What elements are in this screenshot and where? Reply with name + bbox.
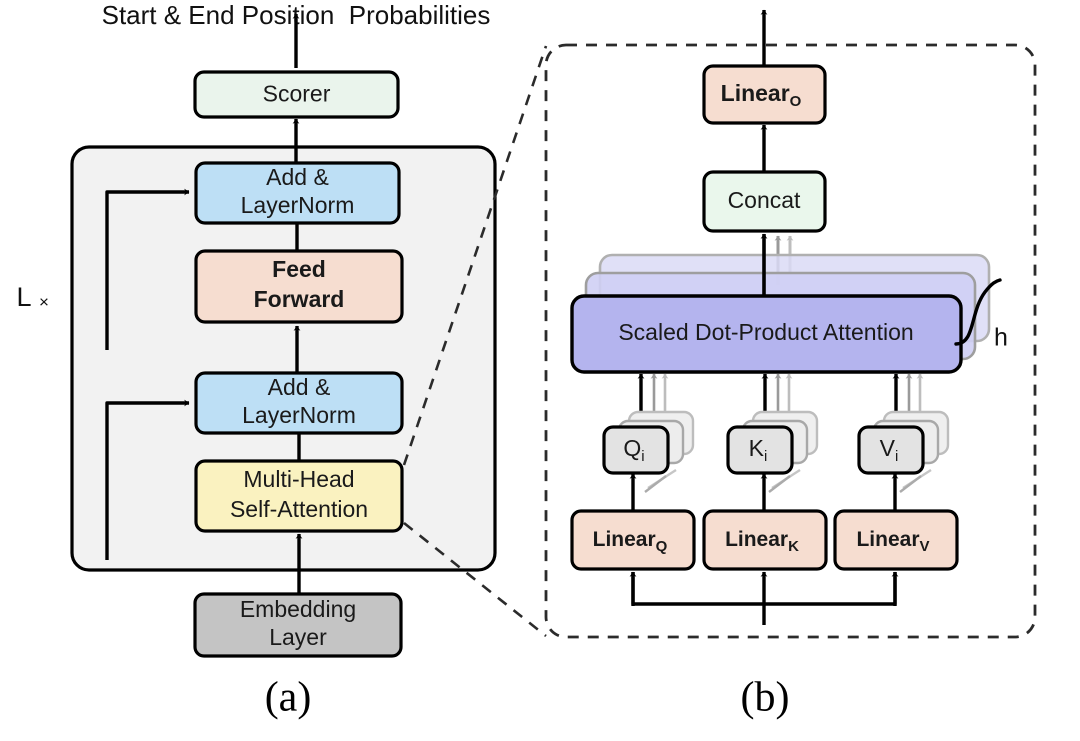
concat-label: Concat [728,187,801,213]
v-ghost-leader-1 [899,475,922,493]
q-ghost-leader-1 [644,475,667,493]
node-embedding-layer: Embedding Layer [193,592,403,658]
sdpa-label: Scaled Dot-Product Attention [618,319,913,345]
loop-count-letter: L [16,282,31,312]
node-scorer: Scorer [193,70,400,119]
embedding-layer-box [193,592,403,658]
linear-v-subscript: V [920,538,930,555]
callout-leader-top [402,45,548,466]
node-add-layernorm-lower: Add & LayerNorm [194,371,404,435]
q-subscript: i [641,448,644,465]
add-layernorm-lower-line1: Add & [268,374,331,400]
node-linear-k: LinearK [702,509,828,571]
linear-q-base: Linear [593,528,656,551]
linear-o-base: Linear [721,80,790,106]
detail-panel-border [544,43,1037,639]
scorer-box [193,70,400,119]
svg-text:LinearO: LinearO [721,80,802,110]
svg-text:LinearK: LinearK [725,528,799,555]
caption-b: (b) [741,675,790,721]
svg-text:LinearQ: LinearQ [593,528,668,555]
k-box [726,425,794,475]
k-ghost-leader-1 [768,475,791,493]
mhsa-line2: Self-Attention [230,496,368,522]
linear-q-box [570,509,696,571]
node-add-layernorm-upper: Add & LayerNorm [194,161,401,225]
node-feed-forward: Feed Forward [194,249,404,324]
linear-o-box [702,64,827,125]
add-layernorm-lower-line2: LayerNorm [242,402,356,428]
q-box [602,425,670,475]
v-box [857,425,925,475]
callout-leader-bottom [403,521,547,638]
svg-text:Vi: Vi [880,435,899,465]
node-k: Ki [726,425,794,475]
add-layernorm-upper-line1: Add & [266,164,329,190]
svg-text:LinearV: LinearV [856,528,929,555]
feed-forward-line1: Feed [272,256,326,282]
linear-o-subscript: O [790,93,802,110]
node-scaled-dot-product-attention: Scaled Dot-Product Attention [570,294,963,374]
svg-text:Qi: Qi [623,435,644,465]
loop-times-icon: × [39,292,49,311]
feed-forward-box [194,249,404,324]
residual-connection-upper [105,188,190,350]
node-multi-head-self-attention: Multi-Head Self-Attention [194,459,404,533]
mhsa-line1: Multi-Head [243,466,354,492]
linear-k-base: Linear [725,528,788,551]
add-layernorm-upper-line2: LayerNorm [241,192,355,218]
k-base: K [749,435,765,461]
linear-k-box [702,509,828,571]
heads-brace [954,278,1002,346]
embedding-line1: Embedding [240,596,356,622]
node-v: Vi [857,425,925,475]
sdpa-box [570,294,963,374]
linear-q-subscript: Q [656,538,668,555]
feed-forward-line2: Forward [254,286,345,312]
linear-v-box [833,509,959,571]
q-base: Q [623,435,641,461]
residual-connection-lower [105,399,190,560]
node-q: Qi [602,425,670,475]
heads-count-label: h [994,324,1008,352]
node-concat: Concat [702,170,827,233]
add-layernorm-lower-box [194,371,404,435]
add-layernorm-upper-box [194,161,401,225]
node-linear-v: LinearV [833,509,959,571]
k-subscript: i [764,448,767,465]
v-base: V [880,435,896,461]
multi-head-self-attention-box [194,459,404,533]
linear-k-subscript: K [788,538,799,555]
svg-text:Ki: Ki [749,435,768,465]
embedding-line2: Layer [269,624,327,650]
scorer-label: Scorer [263,81,331,107]
concat-box [702,170,827,233]
node-linear-o: LinearO [702,64,827,125]
linear-v-base: Linear [856,528,919,551]
v-subscript: i [895,448,898,465]
node-linear-q: LinearQ [570,509,696,571]
caption-a: (a) [265,675,312,721]
